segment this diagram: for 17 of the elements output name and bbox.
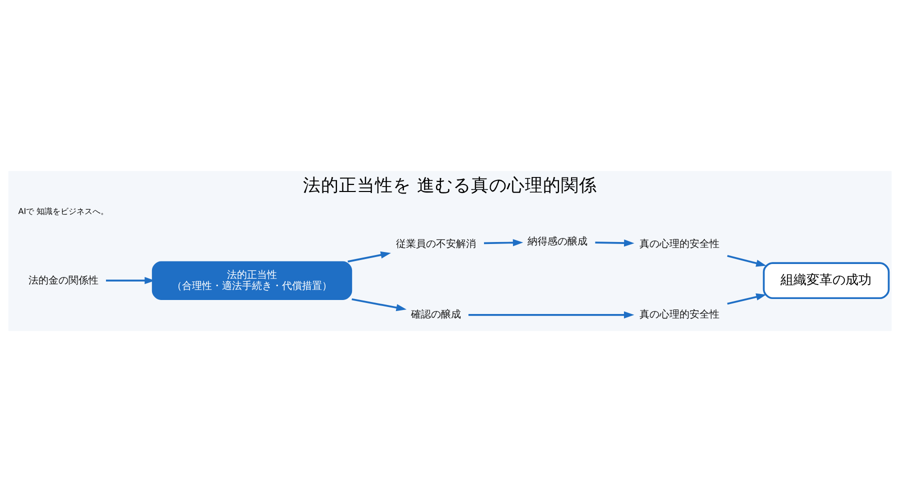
arrow [352,298,407,312]
node-box: 法的正当性 （合理性・適法手続き・代償措置） [152,261,352,300]
arrow [348,251,391,262]
arrow [484,239,524,246]
node-text: 真の心理的安全性 [639,238,720,250]
arrow [727,255,766,267]
node-text: 納得感の醸成 [528,236,588,248]
arrow [727,293,766,305]
arrow [106,277,155,284]
node-text: 法的金の関係性 [28,275,99,286]
node-box: 組織変革の成功 [762,262,890,300]
diagram-title: 法的正当性を 進むる真の心理的関係 [303,176,597,196]
arrow [595,239,634,247]
node-text: 従業員の不安解消 [396,238,476,250]
node-text: 確認の醸成 [411,310,462,321]
arrow [468,311,634,319]
node-text: 真の心理的安全性 [639,310,720,321]
